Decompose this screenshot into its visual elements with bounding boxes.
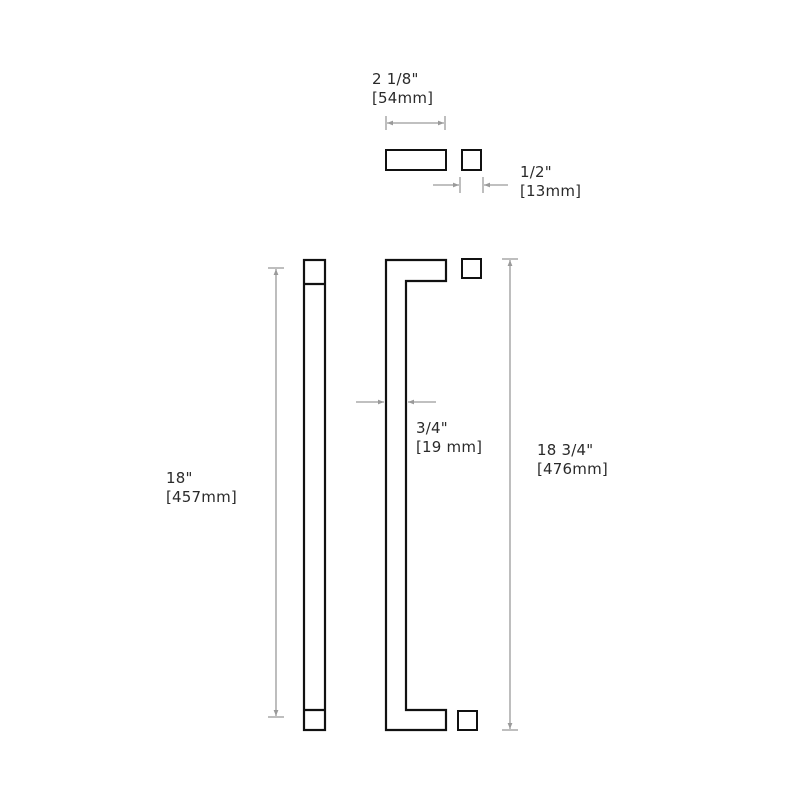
- top-view-bar-outline: [385, 149, 447, 171]
- depth-dimension-line: [433, 177, 508, 193]
- depth-label: 1/2" [13mm]: [520, 163, 581, 201]
- bar-width-imperial: 3/4": [416, 419, 448, 437]
- top-view: [385, 116, 508, 193]
- width-imperial: 2 1/8": [372, 70, 419, 88]
- depth-metric: [13mm]: [520, 182, 582, 200]
- top-view-end-square: [461, 149, 482, 171]
- center-to-center-label: 18" [457mm]: [166, 469, 237, 507]
- center-to-center-dimension-line: [268, 267, 284, 718]
- overall-length-metric: [476mm]: [537, 460, 608, 478]
- overall-length-imperial: 18 3/4": [537, 441, 594, 459]
- width-metric: [54mm]: [372, 89, 434, 107]
- side-view-handle: [384, 258, 482, 732]
- width-label: 2 1/8" [54mm]: [372, 70, 433, 108]
- bar-width-metric: [19 mm]: [416, 438, 483, 456]
- side-view-bottom-square: [457, 710, 478, 731]
- overall-length-dimension-line: [502, 258, 518, 731]
- side-view-top-square: [461, 258, 482, 279]
- center-to-center-imperial: 18": [166, 469, 193, 487]
- width-dimension-line: [385, 116, 446, 130]
- depth-imperial: 1/2": [520, 163, 552, 181]
- center-to-center-metric: [457mm]: [166, 488, 237, 506]
- bar-width-label: 3/4" [19 mm]: [416, 419, 482, 457]
- front-view-bar: [302, 258, 327, 732]
- overall-length-label: 18 3/4" [476mm]: [537, 441, 608, 479]
